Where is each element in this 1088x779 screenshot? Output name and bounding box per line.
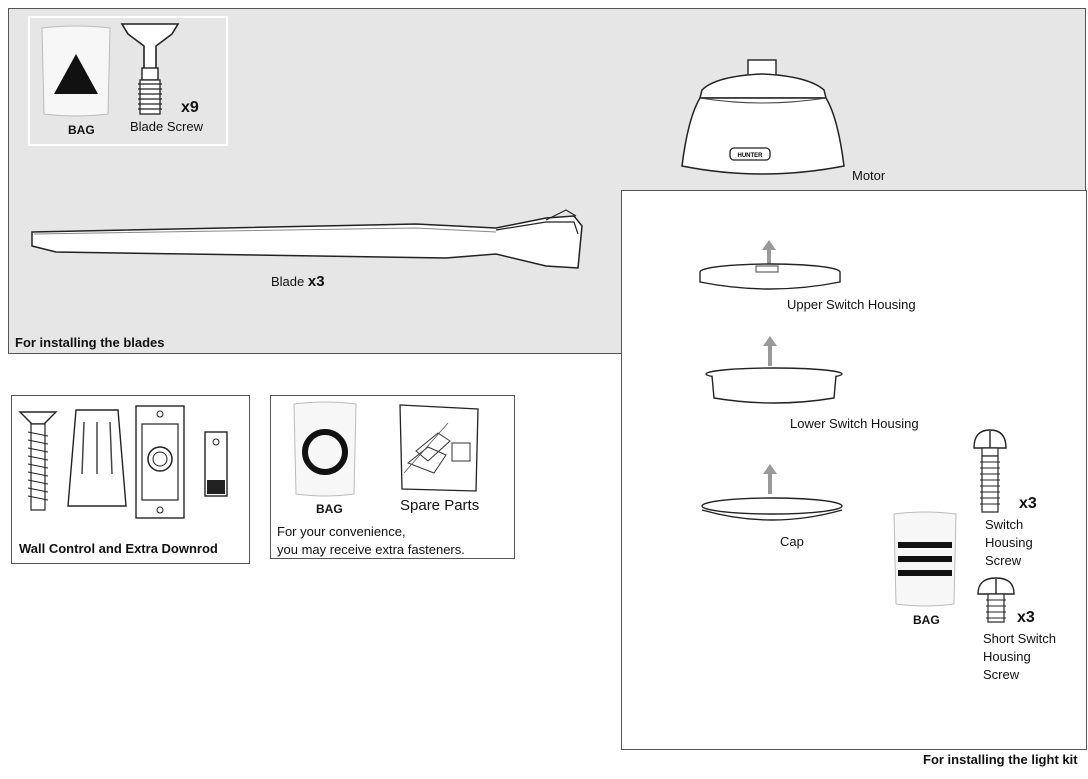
spare-parts-icon (398, 403, 480, 495)
wall-control-dimmer-icon (134, 404, 186, 520)
cap-illustration (699, 496, 845, 530)
switch-screw-qty: x3 (1019, 495, 1037, 512)
bag-icon (290, 400, 360, 500)
short-screw-qty: x3 (1017, 609, 1035, 626)
blade-label: Blade x3 (271, 273, 325, 290)
spare-parts-label: Spare Parts (400, 497, 480, 514)
arrow-up-icon (762, 336, 778, 366)
short-screw-label: Short Switch Housing Screw (983, 631, 1056, 682)
downrod-screw-icon (18, 410, 58, 514)
switch-screw-label: Switch Housing Screw (985, 517, 1033, 568)
arrow-up-icon (761, 240, 777, 266)
spare-bag-label: BAG (316, 502, 343, 516)
blade-screw-qty: x9 (181, 99, 199, 116)
short-switch-housing-screw-icon (976, 576, 1016, 626)
upper-switch-housing-illustration (698, 262, 842, 292)
upper-housing-label: Upper Switch Housing (787, 297, 916, 312)
motor-label: Motor (852, 168, 886, 183)
blade-illustration (26, 208, 592, 272)
light-kit-caption: For installing the light kit (923, 752, 1078, 767)
bracket-icon (203, 430, 229, 498)
cap-label: Cap (780, 534, 804, 549)
blade-screw-icon (120, 20, 180, 120)
wall-control-caption: Wall Control and Extra Downrod (19, 541, 218, 556)
arrow-up-icon (762, 464, 778, 494)
light-kit-panel (621, 190, 1087, 750)
bag-icon (890, 510, 960, 610)
lower-switch-housing-illustration (704, 366, 844, 406)
switch-housing-screw-icon (972, 428, 1008, 518)
motor-brand-text: HUNTER (738, 153, 764, 159)
blades-caption: For installing the blades (15, 335, 165, 350)
light-bag-label: BAG (913, 613, 940, 627)
bag-label: BAG (68, 123, 95, 137)
spare-parts-note: For your convenience, you may receive ex… (277, 524, 465, 557)
blade-screw-label: Blade Screw (130, 119, 203, 134)
wire-nut-icon (66, 406, 128, 510)
bag-icon (36, 24, 116, 120)
lower-housing-label: Lower Switch Housing (790, 416, 919, 431)
motor-illustration: HUNTER (676, 58, 852, 184)
